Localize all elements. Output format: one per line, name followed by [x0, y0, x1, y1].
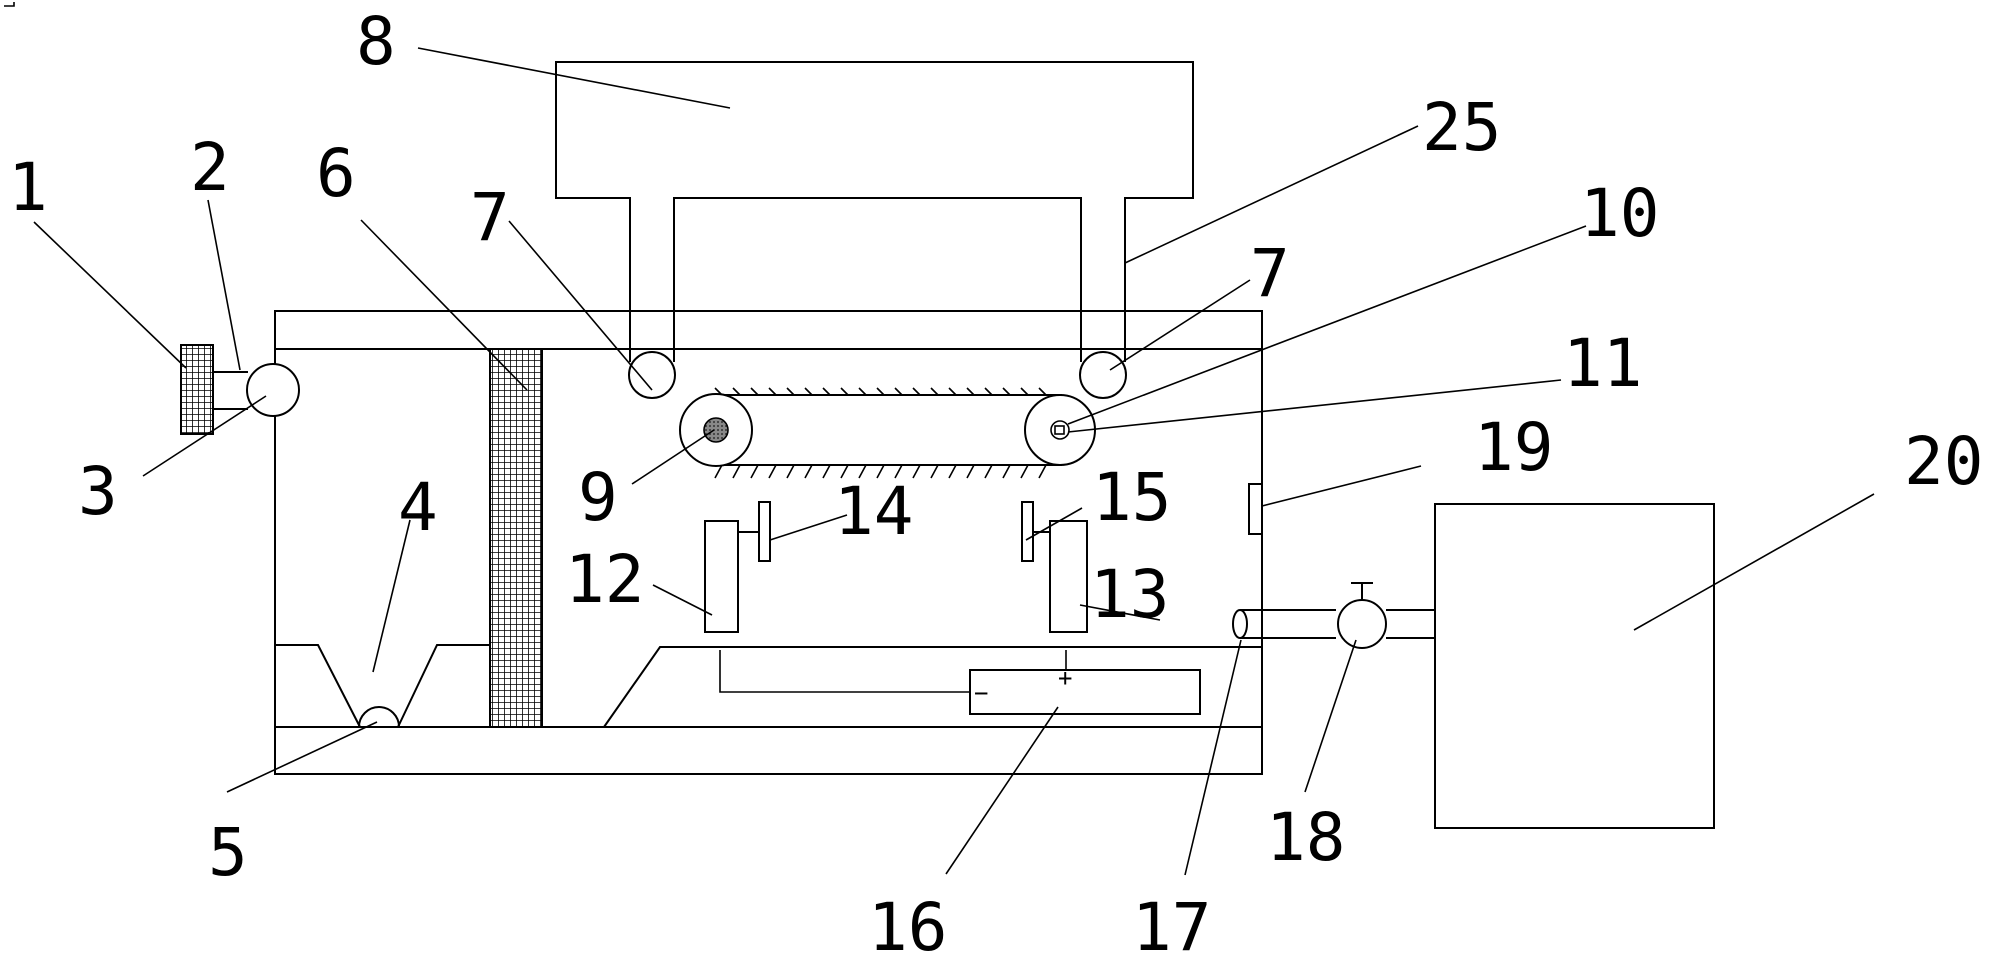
battery-negative: −: [974, 679, 988, 707]
label-19: 19: [1474, 409, 1553, 486]
label-1: 1: [8, 149, 48, 226]
driven-axle-11-core: [1054, 425, 1065, 435]
power-supply-16: [969, 669, 1201, 715]
roller-7-left: [628, 351, 676, 399]
mesh-partition: [489, 348, 543, 728]
tank-body: [274, 310, 1263, 775]
funnel-chamber: [275, 644, 490, 728]
driven-axle-11: [1050, 420, 1070, 440]
label-8: 8: [356, 3, 396, 80]
outlet-pipe-17: [1232, 609, 1435, 639]
driven-pulley-10: [1024, 394, 1096, 466]
conveyor-belt: [713, 387, 1062, 479]
label-14: 14: [834, 473, 913, 550]
electrode-13: [1049, 520, 1088, 633]
label-6: 6: [316, 135, 356, 212]
shaft-2: [213, 371, 248, 410]
label-16: 16: [868, 889, 947, 959]
label-25: 25: [1422, 89, 1501, 166]
valve-18: [1337, 599, 1387, 649]
label-13: 13: [1090, 556, 1169, 633]
label-17: 17: [1132, 889, 1211, 959]
label-7-right: 7: [1250, 235, 1290, 312]
label-20: 20: [1904, 423, 1983, 500]
label-5: 5: [208, 814, 248, 891]
label-7-left: 7: [470, 179, 510, 256]
collection-tank-20: [1434, 503, 1715, 829]
drive-axle-9: [703, 417, 729, 443]
plate-15: [1021, 501, 1034, 562]
label-12: 12: [565, 541, 644, 618]
reference-numerals: 1 2 3 4 5 6 7 7 8 9 10 11 12 13 14 15 16…: [8, 3, 1983, 959]
sloped-floor: [603, 646, 1262, 728]
inlet-3: [246, 363, 300, 417]
motor-1: [180, 344, 214, 435]
valve-18-stem: [1351, 582, 1373, 600]
sensor-19: [1248, 483, 1263, 535]
label-3: 3: [78, 453, 118, 530]
wire-negative: [719, 650, 970, 693]
corner-mark: [4, 2, 15, 7]
label-15: 15: [1092, 459, 1171, 536]
label-9: 9: [578, 459, 618, 536]
roller-7-right: [1079, 351, 1127, 399]
discharge-valve: [358, 706, 400, 728]
leader-lines: [33, 47, 1875, 876]
label-10: 10: [1580, 175, 1659, 252]
battery-positive: +: [1058, 664, 1072, 692]
label-11: 11: [1563, 325, 1642, 402]
label-2: 2: [190, 129, 230, 206]
electrode-12: [704, 520, 739, 633]
plate-14: [758, 501, 771, 562]
label-4: 4: [398, 469, 438, 546]
label-18: 18: [1266, 799, 1345, 876]
housing-8: [555, 61, 1194, 362]
